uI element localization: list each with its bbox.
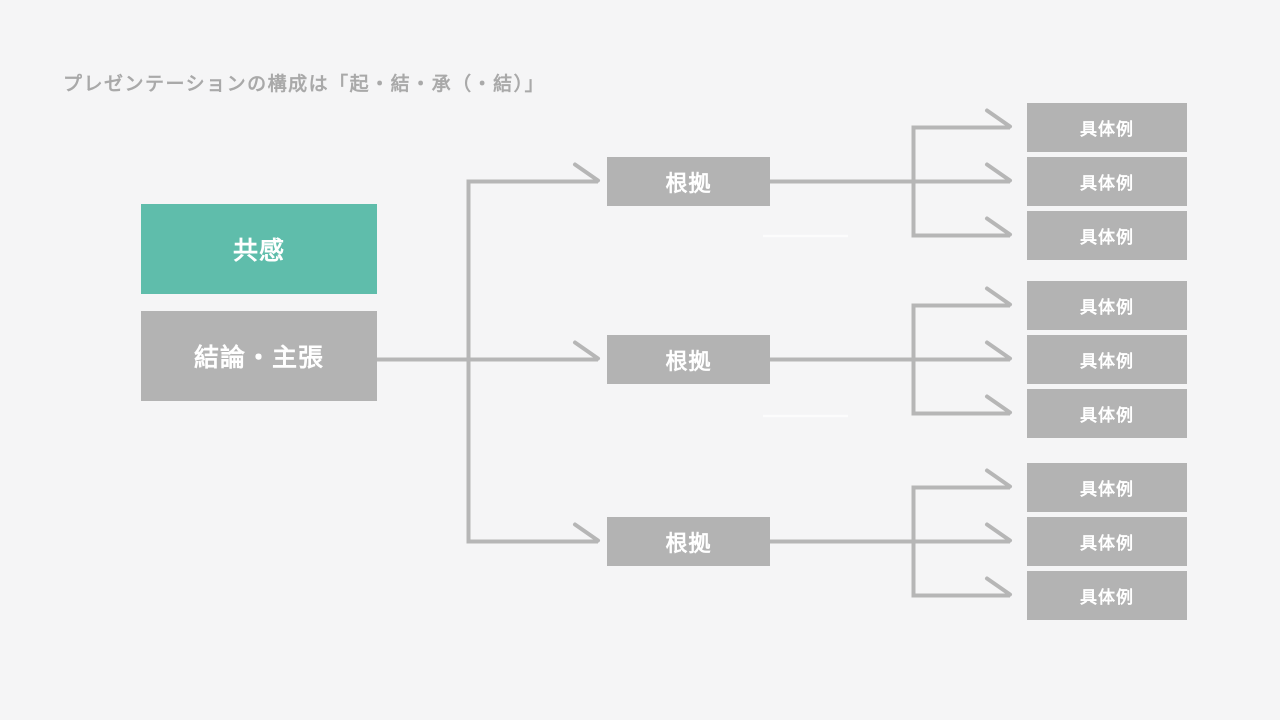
arrowhead-g2-example-3 — [985, 394, 1012, 415]
example-box-3-3: 具体例 — [1027, 571, 1187, 620]
example-box-3-1: 具体例 — [1027, 463, 1187, 512]
slide-title: プレゼンテーションの構成は「起・結・承（・結）」 — [63, 74, 546, 95]
arrowhead-reason-2 — [573, 340, 600, 361]
connector-group3-branches — [911, 485, 1010, 598]
conclusion-box: 結論・主張 — [141, 311, 377, 401]
reason-box-2: 根拠 — [607, 335, 770, 384]
example-box-2-1: 具体例 — [1027, 281, 1187, 330]
example-box-1-2: 具体例 — [1027, 157, 1187, 206]
arrowhead-g2-example-2 — [985, 340, 1012, 361]
example-box-2-3: 具体例 — [1027, 389, 1187, 438]
arrowhead-g1-example-1 — [985, 108, 1012, 129]
connector-group2-branches — [911, 303, 1010, 416]
arrowhead-g1-example-2 — [985, 162, 1012, 183]
arrowhead-g2-example-1 — [985, 286, 1012, 307]
example-box-3-2: 具体例 — [1027, 517, 1187, 566]
connector-group1-branches — [911, 125, 1010, 238]
reason-box-3: 根拠 — [607, 517, 770, 566]
example-box-1-1: 具体例 — [1027, 103, 1187, 152]
empathy-box: 共感 — [141, 204, 377, 294]
arrowhead-reason-1 — [573, 162, 600, 183]
arrowhead-g3-example-3 — [985, 576, 1012, 597]
arrowhead-g1-example-3 — [985, 216, 1012, 237]
arrowhead-g3-example-1 — [985, 468, 1012, 489]
example-box-1-3: 具体例 — [1027, 211, 1187, 260]
connector-root-branches — [466, 179, 598, 544]
arrowhead-reason-3 — [573, 522, 600, 543]
reason-box-1: 根拠 — [607, 157, 770, 206]
arrowhead-g3-example-2 — [985, 522, 1012, 543]
example-box-2-2: 具体例 — [1027, 335, 1187, 384]
